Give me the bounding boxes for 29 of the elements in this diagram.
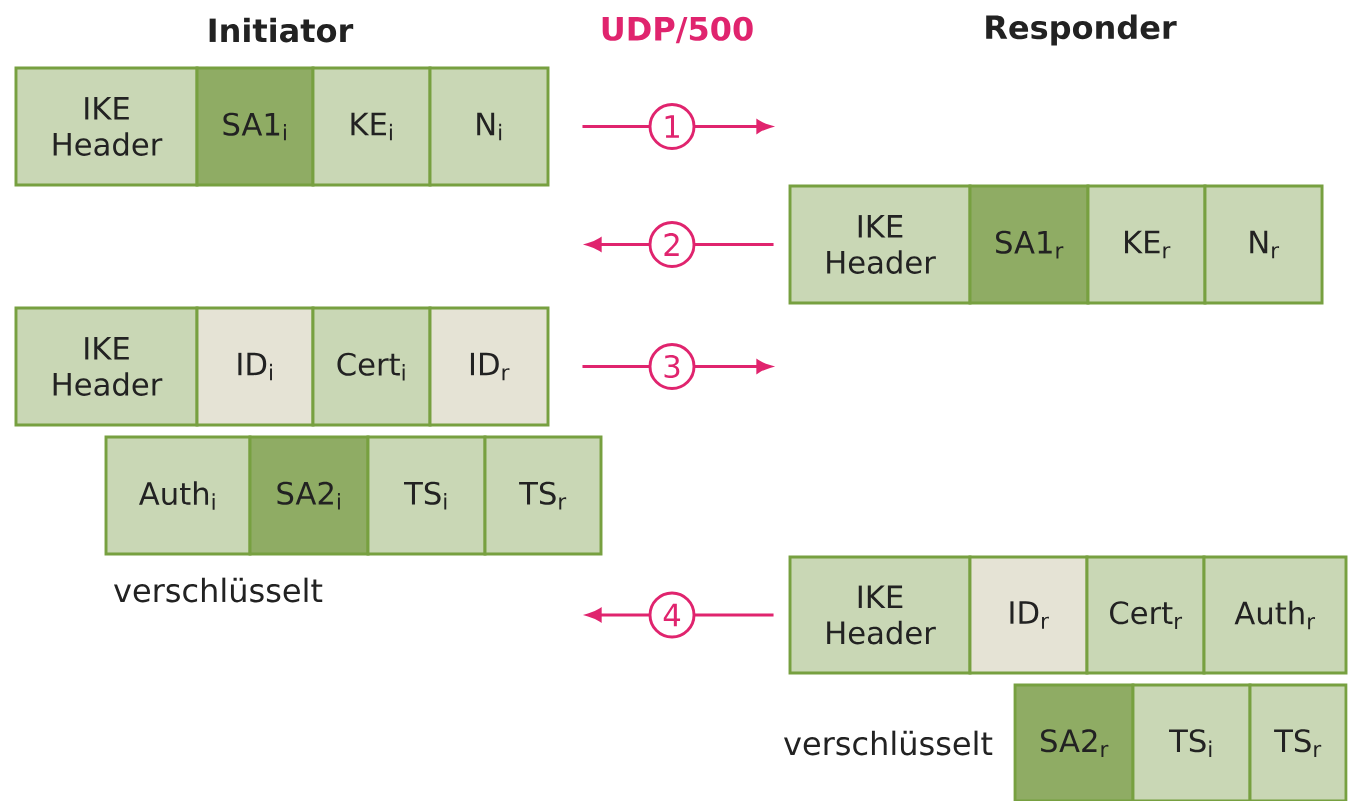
table-cell: N$_{i}$ [428, 66, 550, 187]
table-cell: SA2$_{i}$ [248, 435, 370, 556]
table-cell: Auth$_{r}$ [1202, 555, 1348, 675]
note-text: verschlüsselt [784, 730, 993, 756]
table-cell: KE$_{i}$ [311, 66, 432, 187]
heading: Responder [986, 14, 1177, 46]
table-cell: TS$_{i}$ [1131, 683, 1252, 801]
heading: Initiator [209, 17, 354, 43]
table-cell: SA1$_{r}$ [968, 184, 1090, 305]
table-cell: IKE Header [788, 184, 972, 305]
table-cell: ID$_{r}$ [428, 306, 550, 427]
note-text: verschlüsselt [114, 577, 323, 603]
table-cell: Cert$_{i}$ [311, 306, 432, 427]
table-cell: Cert$_{r}$ [1085, 555, 1206, 675]
table-cell: IKE Header [788, 555, 972, 675]
table-cell: ID$_{i}$ [195, 306, 315, 427]
table-cell: SA1$_{i}$ [195, 66, 315, 187]
edge-label: 4 [648, 591, 696, 639]
heading: UDP/500 [602, 16, 753, 44]
table-cell: TS$_{i}$ [366, 435, 487, 556]
table-cell: KE$_{r}$ [1086, 184, 1207, 305]
table-cell: TS$_{r}$ [483, 435, 603, 556]
table-cell: N$_{r}$ [1203, 184, 1324, 305]
table-cell: IKE Header [14, 306, 199, 427]
table-cell: Auth$_{i}$ [104, 435, 252, 556]
table-cell: ID$_{r}$ [968, 555, 1089, 675]
table-cell: IKE Header [14, 66, 199, 187]
table-cell: SA2$_{r}$ [1013, 683, 1135, 801]
table-cell: TS$_{r}$ [1248, 683, 1348, 801]
